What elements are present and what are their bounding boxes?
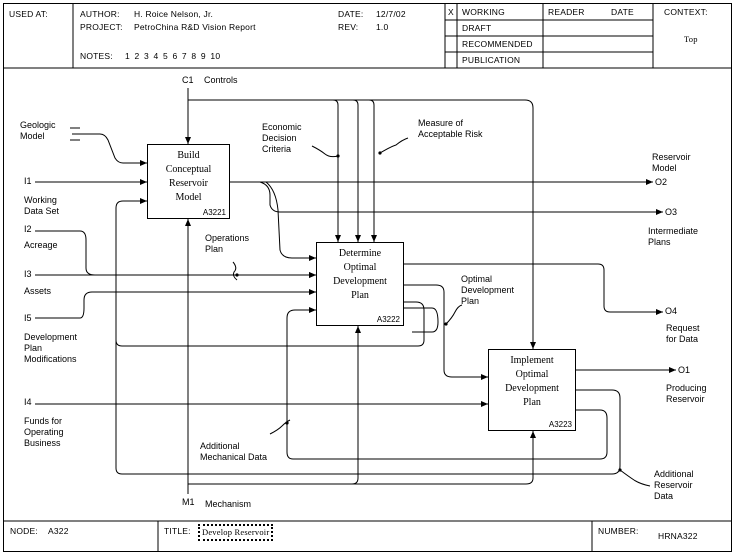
status-recommended: RECOMMENDED [462,39,533,49]
label-producing-reservoir: Producing Reservoir [666,383,707,404]
label-i3: I3 [24,269,32,279]
activity-title: Determine Optimal Development Plan [333,248,387,301]
label-operations-plan: Operations Plan [205,233,250,254]
activity-number: A3223 [548,420,572,429]
reader-label: READER [548,7,585,17]
label-working-data-set: Working Data Set [24,195,60,216]
title-label: TITLE: [164,526,191,536]
label-optimal-dev-plan: Optimal Development Plan [461,274,515,306]
label-dev-plan-mods: Development Plan Modifications [24,332,78,364]
status-draft: DRAFT [462,23,492,33]
status-mark: X [448,7,454,17]
used-at-label: USED AT: [9,9,48,19]
context-value: Top [684,34,698,44]
project-value: PetroChina R&D Vision Report [134,22,256,32]
label-reservoir-model: Reservoir Model [652,152,691,173]
label-controls: Controls [204,75,238,85]
diagram-frame [3,3,732,552]
label-request-for-data: Request for Data [666,323,700,344]
label-geologic-model: Geologic Model [20,120,56,141]
label-c1: C1 [182,75,194,85]
label-additional-res-data: Additional Reservoir Data [654,469,694,501]
label-i1: I1 [24,176,32,186]
activity-box-a3223[interactable]: Implement Optimal Development Plan A3223 [488,349,576,431]
label-i4: I4 [24,397,32,407]
label-acreage: Acreage [24,240,58,250]
label-o4: O4 [665,306,678,316]
status-publication: PUBLICATION [462,55,521,65]
label-measure-risk: Measure of Acceptable Risk [418,118,483,139]
label-funds: Funds for Operating Business [24,416,64,448]
label-o2: O2 [655,177,668,187]
context-label: CONTEXT: [664,7,708,17]
notes-label: NOTES: [80,51,113,61]
author-value: H. Roice Nelson, Jr. [134,9,214,19]
activity-box-a3222[interactable]: Determine Optimal Development Plan A3222 [316,242,404,326]
label-additional-mech-data: Additional Mechanical Data [200,441,268,462]
label-i5: I5 [24,313,32,323]
label-assets: Assets [24,286,52,296]
activity-number: A3222 [376,315,400,324]
diagram-title: Develop Reservoir [198,524,274,541]
notes-values: 1 2 3 4 5 6 7 8 9 10 [125,51,221,61]
rev-value: 1.0 [376,22,389,32]
date-label: DATE: [338,9,364,19]
node-value: A322 [48,526,69,536]
activity-title: Implement Optimal Development Plan [505,355,559,408]
label-o1: O1 [678,365,691,375]
label-i2: I2 [24,224,32,234]
author-label: AUTHOR: [80,9,120,19]
date-value: 12/7/02 [376,9,406,19]
label-mechanism: Mechanism [205,499,252,509]
label-o3: O3 [665,207,678,217]
rev-label: REV: [338,22,359,32]
label-intermediate-plans: Intermediate Plans [648,226,699,247]
number-value: HRNA322 [658,531,698,541]
node-label: NODE: [10,526,38,536]
status-working: WORKING [462,7,505,17]
activity-title: Build Conceptual Reservoir Model [165,150,212,203]
activity-box-a3221[interactable]: Build Conceptual Reservoir Model A3221 [147,144,230,219]
activity-number: A3221 [202,208,226,217]
label-m1: M1 [182,497,195,507]
reader-date-label: DATE [611,7,634,17]
project-label: PROJECT: [80,22,123,32]
label-economic-criteria: Economic Decision Criteria [262,122,302,154]
number-label: NUMBER: [598,526,639,536]
